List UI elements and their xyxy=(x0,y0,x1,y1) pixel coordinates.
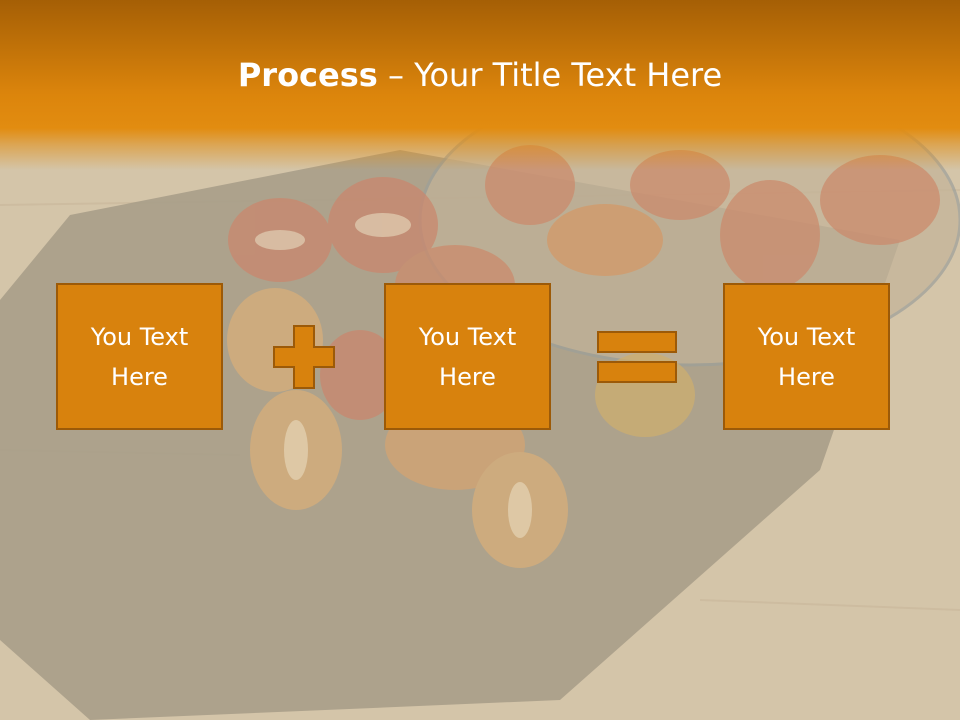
text-box-1-line2: Here xyxy=(111,362,168,391)
slide-title: Process – Your Title Text Here xyxy=(0,52,960,98)
text-box-3-line1: You Text xyxy=(757,322,856,351)
text-box-1-line1: You Text xyxy=(90,322,189,351)
header-bar xyxy=(0,0,960,170)
title-bold: Process xyxy=(237,56,378,94)
text-box-1[interactable]: You Text Here xyxy=(56,283,223,430)
text-box-3-line2: Here xyxy=(778,362,835,391)
text-box-3[interactable]: You Text Here xyxy=(723,283,890,430)
text-box-2-line1: You Text xyxy=(418,322,517,351)
equals-icon xyxy=(597,331,677,383)
text-box-2-line2: Here xyxy=(439,362,496,391)
title-text: Your Title Text Here xyxy=(414,56,723,94)
title-dash: – xyxy=(377,56,415,94)
text-box-2[interactable]: You Text Here xyxy=(384,283,551,430)
plus-icon xyxy=(273,325,335,389)
